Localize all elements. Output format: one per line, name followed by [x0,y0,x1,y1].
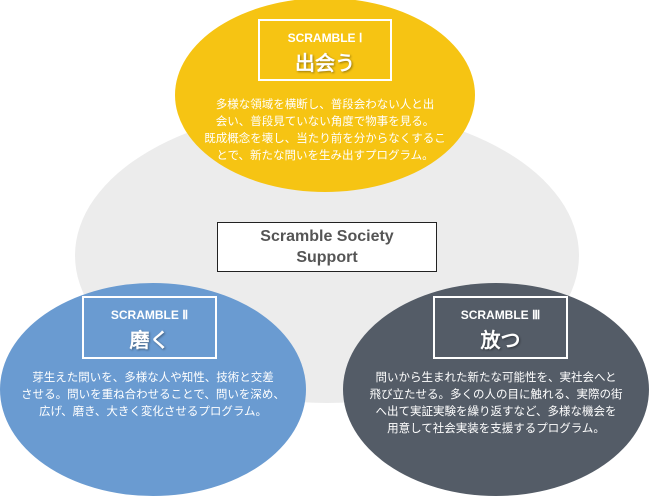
desc-line: 問いから生まれた新たな可能性を、実社会へと [375,370,617,384]
scramble-3-description: 問いから生まれた新たな可能性を、実社会へと 飛び立たせる。多くの人の目に触れる、… [350,369,642,437]
scramble-3-title: 放つ [480,328,521,352]
scramble-1-title-box: SCRAMBLE Ⅰ 出会う [258,19,392,81]
center-label-box: Scramble Society Support [217,222,437,272]
desc-line: 多様な領域を横断し、普段会わない人と出 [215,97,435,111]
scramble-3-label: SCRAMBLE Ⅲ [460,308,541,322]
scramble-1-label: SCRAMBLE Ⅰ [287,31,363,45]
scramble-2-description: 芽生えた問いを、多様な人や知性、技術と交差 させる。問いを重ね合わせることで、問… [5,369,301,420]
desc-line: 芽生えた問いを、多様な人や知性、技術と交差 [32,370,274,384]
scramble-1-title: 出会う [295,51,355,75]
scramble-3-title-box: SCRAMBLE Ⅲ 放つ [433,296,568,359]
scramble-2-title: 磨く [129,328,170,352]
scramble-1-description: 多様な領域を横断し、普段会わない人と出 会い、普段見ていない角度で物事を見る。 … [180,96,470,164]
center-line-2: Support [296,249,358,266]
scramble-2-title-box: SCRAMBLE Ⅱ 磨く [82,296,217,359]
scramble-1-circle [175,0,475,192]
desc-line: 会い、普段見ていない角度で物事を見る。 [215,114,435,128]
desc-line: 用意して社会実装を支援するプログラム。 [387,421,605,435]
desc-line: 広げ、磨き、大きく変化させるプログラム。 [38,404,268,418]
scramble-3-circle [343,283,649,496]
scramble-2-label: SCRAMBLE Ⅱ [110,308,189,322]
center-line-1: Scramble Society [260,228,394,245]
scramble-2-circle [0,283,306,496]
desc-line: 既成概念を壊し、当たり前を分からなくするこ [204,131,446,145]
desc-line: させる。問いを重ね合わせることで、問いを深め、 [21,387,285,401]
desc-line: 飛び立たせる。多くの人の目に触れる、実際の街 [369,387,623,401]
desc-line: とで、新たな問いを生み出すプログラム。 [216,148,434,162]
desc-line: へ出て実証実験を繰り返すなど、多様な機会を [375,404,617,418]
